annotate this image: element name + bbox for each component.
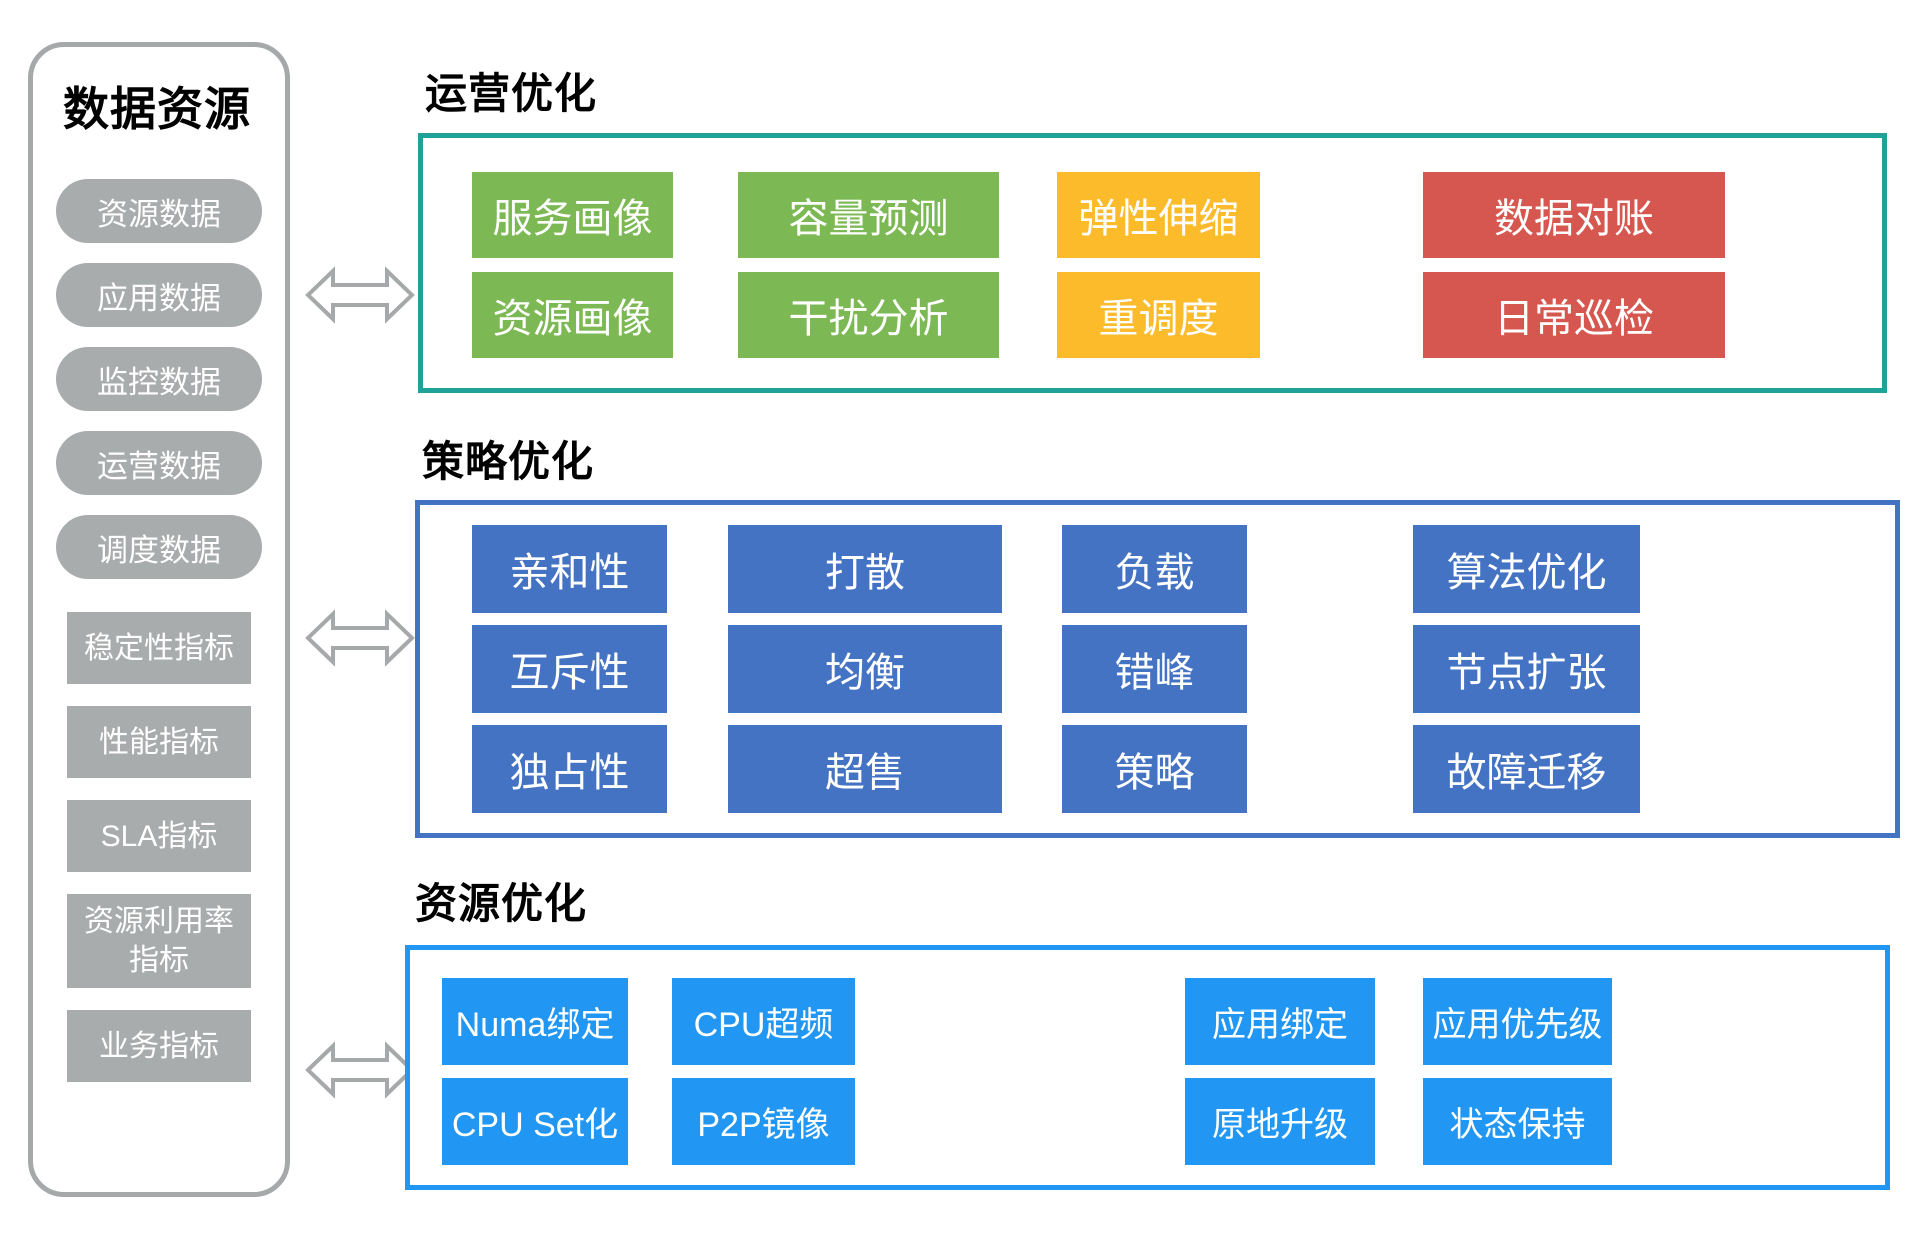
data-pill: 运营数据 [56, 431, 262, 495]
diagram-box-strategy: 故障迁移 [1413, 725, 1640, 813]
section-box-operations: 服务画像容量预测弹性伸缩 数据对账资源画像干扰分析重调度 日常巡检 [418, 133, 1887, 393]
metric-item: 业务指标 [67, 1010, 251, 1082]
data-pill: 调度数据 [56, 515, 262, 579]
metric-item: 资源利用率指标 [67, 894, 251, 988]
data-category-list: 资源数据应用数据监控数据运营数据调度数据 [33, 179, 285, 579]
section-box-resource: Numa绑定 CPU超频 应用绑定应用优先级 CPU Set化 P2P镜像 原地升级状态保… [405, 945, 1890, 1190]
metric-item: SLA指标 [67, 800, 251, 872]
data-pill: 监控数据 [56, 347, 262, 411]
data-pill: 应用数据 [56, 263, 262, 327]
section-box-strategy: 亲和性打散负载 算法优化互斥性均衡错峰 节点扩张独占性超售策略 故障迁移 [415, 500, 1900, 838]
diagram-box-resource: 应用优先级 [1423, 978, 1612, 1065]
diagram-box-strategy: 算法优化 [1413, 525, 1640, 613]
diagram-box-resource: P2P镜像 [672, 1078, 855, 1165]
diagram-box-operations: 日常巡检 [1423, 272, 1725, 358]
diagram-box-resource: 状态保持 [1423, 1078, 1612, 1165]
diagram-box-strategy: 互斥性 [472, 625, 667, 713]
double-arrow-icon [305, 609, 415, 667]
metric-item: 性能指标 [67, 706, 251, 778]
diagram-box-strategy: 策略 [1062, 725, 1247, 813]
diagram-box-resource: 原地升级 [1185, 1078, 1375, 1165]
double-arrow-icon [305, 1041, 415, 1099]
diagram-box-strategy: 均衡 [728, 625, 1002, 713]
diagram-box-strategy: 负载 [1062, 525, 1247, 613]
diagram-box-strategy: 独占性 [472, 725, 667, 813]
metric-list: 稳定性指标性能指标 SLA指标资源利用率指标业务指标 [33, 612, 285, 1082]
diagram-box-strategy: 超售 [728, 725, 1002, 813]
diagram-box-operations: 重调度 [1057, 272, 1260, 358]
diagram-box-strategy: 亲和性 [472, 525, 667, 613]
diagram-box-operations: 干扰分析 [738, 272, 999, 358]
sidebar-title: 数据资源 [63, 83, 251, 135]
data-pill: 资源数据 [56, 179, 262, 243]
diagram-box-operations: 弹性伸缩 [1057, 172, 1260, 258]
data-resources-panel: 数据资源 资源数据应用数据监控数据运营数据调度数据 稳定性指标性能指标 SLA指标… [28, 42, 290, 1197]
diagram-box-resource: Numa绑定 [442, 978, 628, 1065]
diagram-box-resource: 应用绑定 [1185, 978, 1375, 1065]
diagram-box-operations: 服务画像 [472, 172, 673, 258]
section-title-operations: 运营优化 [425, 70, 598, 117]
diagram-box-operations: 容量预测 [738, 172, 999, 258]
diagram-box-strategy: 错峰 [1062, 625, 1247, 713]
section-title-resource: 资源优化 [415, 880, 588, 927]
metric-item: 稳定性指标 [67, 612, 251, 684]
diagram-box-strategy: 节点扩张 [1413, 625, 1640, 713]
section-title-strategy: 策略优化 [422, 438, 595, 485]
diagram-box-strategy: 打散 [728, 525, 1002, 613]
diagram-box-resource: CPU Set化 [442, 1078, 628, 1165]
double-arrow-icon [305, 266, 415, 324]
diagram-box-operations: 数据对账 [1423, 172, 1725, 258]
diagram-box-resource: CPU超频 [672, 978, 855, 1065]
diagram-box-operations: 资源画像 [472, 272, 673, 358]
